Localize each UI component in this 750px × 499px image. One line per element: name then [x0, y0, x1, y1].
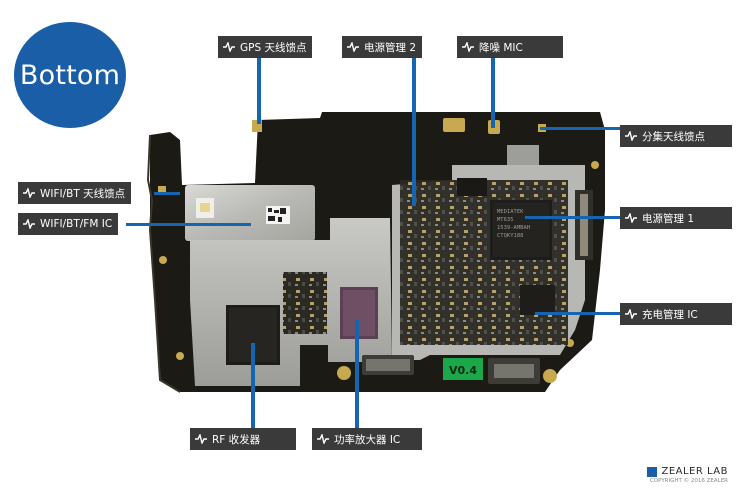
- leader-rf: [251, 343, 255, 428]
- label-mic-text: 降噪 MIC: [479, 41, 523, 54]
- label-wifi-ic-text: WIFI/BT/FM IC: [40, 218, 113, 230]
- signal-icon: [18, 182, 40, 204]
- signal-icon: [457, 36, 479, 58]
- label-pa: 功率放大器 IC: [312, 428, 422, 450]
- label-power2: 电源管理 2: [342, 36, 423, 58]
- chip-line-1: MEDIATEK: [497, 209, 524, 215]
- leader-wifi-ic: [126, 223, 251, 226]
- signal-icon: [18, 213, 40, 235]
- label-wifi-feed: WIFI/BT 天线馈点: [18, 182, 132, 204]
- signal-icon: [620, 125, 642, 147]
- leader-power2: [412, 56, 416, 206]
- label-diversity: 分集天线馈点: [620, 125, 732, 147]
- label-gps: GPS 天线馈点: [218, 36, 313, 58]
- signal-icon: [620, 207, 642, 229]
- badge-text: Bottom: [19, 59, 121, 91]
- chip-text: MEDIATEK MT635 1539-AMBAH CTQKY188: [497, 209, 530, 239]
- leader-charge: [535, 312, 621, 315]
- label-mic: 降噪 MIC: [457, 36, 563, 58]
- signal-icon: [218, 36, 240, 58]
- chip-line-2: MT635: [497, 217, 514, 223]
- signal-icon: [342, 36, 364, 58]
- zealer-mark-icon: [647, 466, 658, 477]
- right-shield: [392, 165, 585, 360]
- chip-line-4: CTQKY188: [497, 233, 524, 239]
- leader-power1: [525, 216, 621, 219]
- signal-icon: [312, 428, 334, 450]
- logo-name: ZEALER LAB: [661, 466, 728, 477]
- version-text: V0.4: [449, 364, 477, 377]
- label-power2-text: 电源管理 2: [364, 41, 417, 54]
- signal-icon: [190, 428, 212, 450]
- connectors: [362, 145, 593, 384]
- label-power1: 电源管理 1: [620, 207, 732, 229]
- label-gps-text: GPS 天线馈点: [240, 41, 307, 54]
- wifi-shield: [185, 185, 315, 241]
- label-charge: 充电管理 IC: [620, 303, 732, 325]
- logo-copyright: COPYRIGHT © 2016 ZEALER: [649, 478, 728, 484]
- label-wifi-feed-text: WIFI/BT 天线馈点: [40, 187, 126, 200]
- leader-wifi-feed: [154, 192, 180, 195]
- leader-mic: [491, 56, 495, 128]
- label-pa-text: 功率放大器 IC: [334, 433, 401, 446]
- leader-diversity: [540, 127, 620, 130]
- label-power1-text: 电源管理 1: [642, 212, 695, 225]
- zealer-logo: ZEALER LAB COPYRIGHT © 2016 ZEALER: [647, 466, 728, 484]
- signal-icon: [620, 303, 642, 325]
- leader-gps: [257, 56, 261, 124]
- chip-line-3: 1539-AMBAH: [497, 225, 530, 231]
- label-charge-text: 充电管理 IC: [642, 308, 698, 321]
- label-rf-text: RF 收发器: [212, 433, 261, 446]
- center-shield: [190, 218, 392, 386]
- version-tag: V0.4: [443, 358, 483, 380]
- label-diversity-text: 分集天线馈点: [642, 130, 705, 143]
- label-wifi-ic: WIFI/BT/FM IC: [18, 213, 119, 235]
- leader-pa: [355, 320, 359, 428]
- side-badge: Bottom: [14, 22, 126, 128]
- label-rf: RF 收发器: [190, 428, 296, 450]
